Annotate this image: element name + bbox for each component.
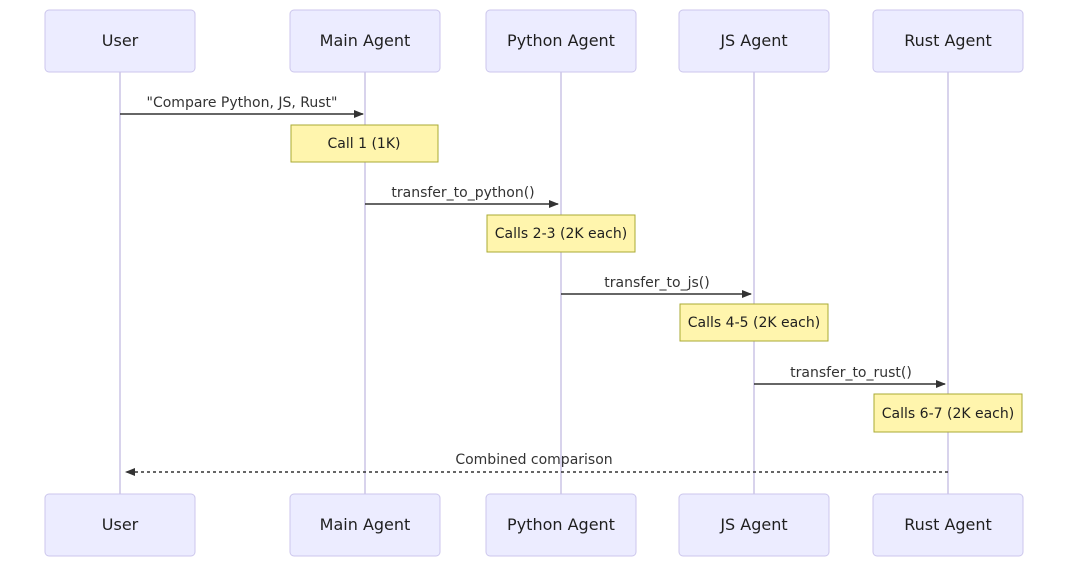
actor-label: Main Agent [320, 31, 411, 50]
actor-bottom-user: User [44, 493, 196, 557]
actor-box [485, 493, 637, 557]
actor-box [872, 493, 1024, 557]
message-label-transfer-rust: transfer_to_rust() [790, 365, 912, 381]
actor-label: Rust Agent [904, 515, 992, 534]
actor-top-rust-agent: Rust Agent [872, 9, 1024, 73]
actor-top-main-agent: Main Agent [289, 9, 441, 73]
actor-box [678, 9, 830, 73]
actor-label: Python Agent [507, 515, 615, 534]
actor-bottom-main-agent: Main Agent [289, 493, 441, 557]
actor-box [44, 9, 196, 73]
actor-top-js-agent: JS Agent [678, 9, 830, 73]
message-label-transfer-python: transfer_to_python() [391, 185, 534, 201]
actor-top-user: User [44, 9, 196, 73]
actor-top-python-agent: Python Agent [485, 9, 637, 73]
note-calls-6-7: Calls 6-7 (2K each) [873, 393, 1023, 433]
actor-box [678, 493, 830, 557]
actor-label: JS Agent [719, 31, 787, 50]
note-calls-4-5: Calls 4-5 (2K each) [679, 303, 829, 342]
actor-box [289, 9, 441, 73]
note-label: Call 1 (1K) [328, 136, 401, 152]
actor-label: Python Agent [507, 31, 615, 50]
actor-bottom-js-agent: JS Agent [678, 493, 830, 557]
note-label: Calls 4-5 (2K each) [688, 315, 820, 331]
note-box [679, 303, 829, 342]
actor-box [289, 493, 441, 557]
actor-label: User [102, 515, 139, 534]
message-label-transfer-js: transfer_to_js() [604, 275, 709, 291]
actor-label: Main Agent [320, 515, 411, 534]
actor-label: Rust Agent [904, 31, 992, 50]
note-label: Calls 6-7 (2K each) [882, 406, 1014, 422]
actor-bottom-python-agent: Python Agent [485, 493, 637, 557]
actor-box [485, 9, 637, 73]
note-box [873, 393, 1023, 433]
note-label: Calls 2-3 (2K each) [495, 226, 627, 242]
note-call-1: Call 1 (1K) [290, 124, 439, 163]
note-box [486, 214, 636, 253]
actor-box [44, 493, 196, 557]
note-calls-2-3: Calls 2-3 (2K each) [486, 214, 636, 253]
actor-box [872, 9, 1024, 73]
actor-label: User [102, 31, 139, 50]
note-box [290, 124, 439, 163]
actor-label: JS Agent [719, 515, 787, 534]
message-label-combined-comparison: Combined comparison [455, 452, 612, 468]
message-label-compare: "Compare Python, JS, Rust" [147, 95, 338, 111]
actor-bottom-rust-agent: Rust Agent [872, 493, 1024, 557]
